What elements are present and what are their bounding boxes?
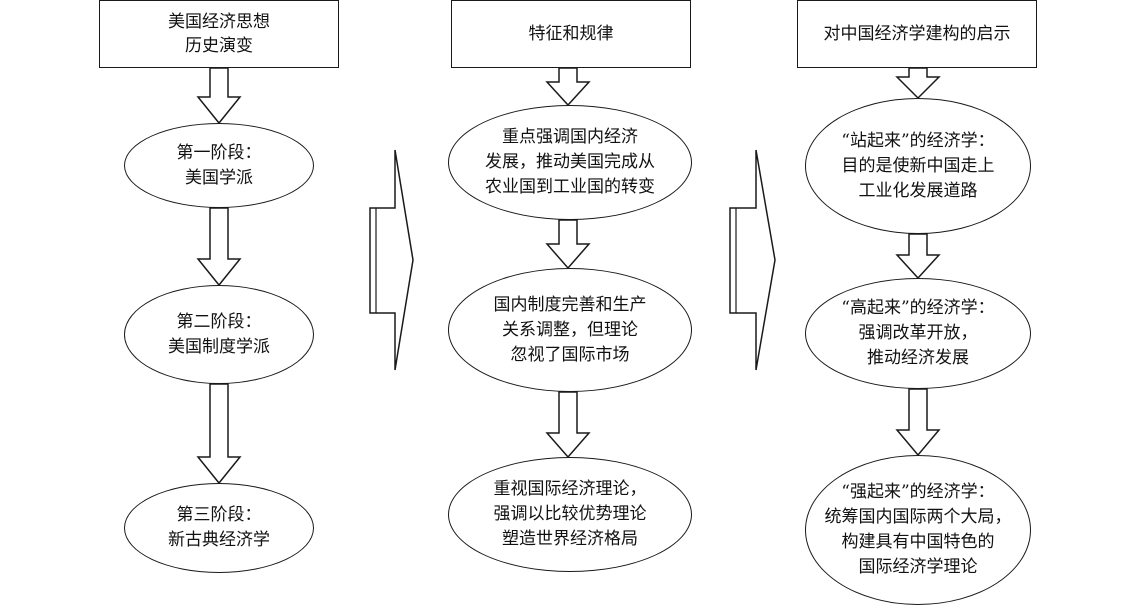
down-arrow-icon (545, 67, 591, 107)
column-2-feature-3: 重视国际经济理论， 强调以比较优势理论 塑造世界经济格局 (448, 457, 692, 572)
down-arrow-icon (545, 391, 591, 459)
column-1-stage-1: 第一阶段： 美国学派 (124, 123, 314, 208)
down-arrow-icon (895, 233, 941, 280)
down-arrow-icon (895, 388, 941, 457)
column-3-header: 对中国经济学建构的启示 (797, 0, 1037, 68)
column-1-stage-2: 第二阶段： 美国制度学派 (124, 285, 314, 384)
column-1-header: 美国经济思想 历史演变 (99, 0, 339, 68)
down-arrow-icon (196, 207, 242, 287)
right-arrow-icon (729, 149, 776, 371)
column-2-feature-2: 国内制度完善和生产 关系调整，但理论 忽视了国际市场 (448, 268, 692, 392)
down-arrow-icon (895, 67, 941, 100)
column-3-insight-3: “强起来”的经济学： 统筹国内国际两个大局， 构建具有中国特色的 国际经济学理论 (805, 455, 1031, 605)
column-3-insight-1: “站起来”的经济学： 目的是使新中国走上 工业化发展道路 (805, 98, 1031, 234)
right-arrow-icon (369, 149, 414, 371)
column-2-feature-1: 重点强调国内经济 发展，推动美国完成从 农业国到工业国的转变 (448, 105, 692, 220)
column-1-stage-3: 第三阶段： 新古典经济学 (124, 483, 314, 573)
column-2-header: 特征和规律 (451, 0, 691, 68)
down-arrow-icon (545, 219, 591, 270)
column-3-insight-2: “高起来”的经济学： 强调改革开放， 推动经济发展 (805, 278, 1031, 389)
down-arrow-icon (196, 383, 242, 485)
down-arrow-icon (196, 67, 242, 125)
